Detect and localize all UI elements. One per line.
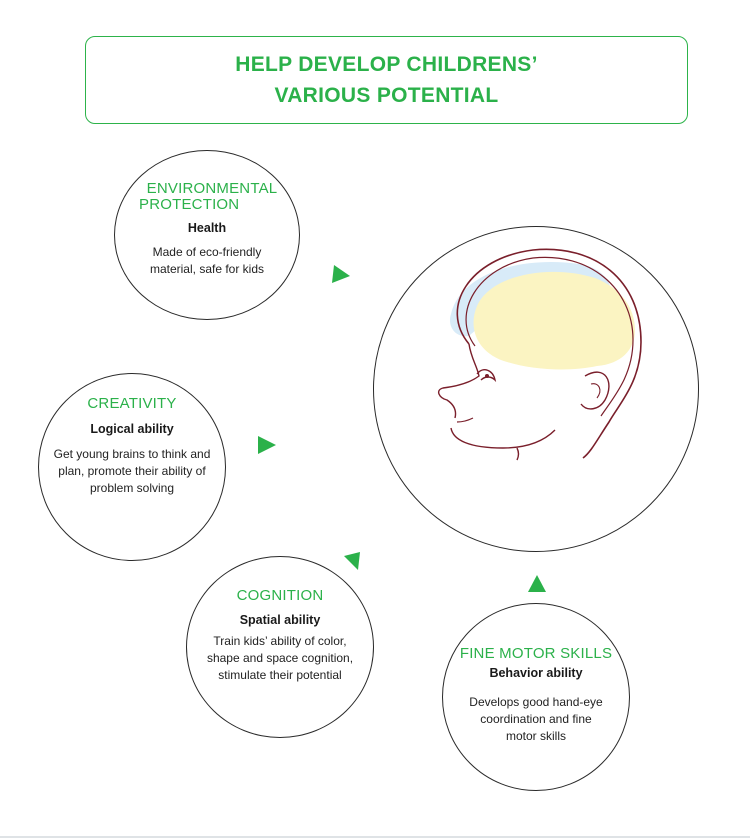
cognition-heading: COGNITION	[236, 587, 324, 604]
creativity-desc-line-3: problem solving	[89, 481, 175, 495]
fine-motor-desc-line-2: coordination and fine	[480, 712, 592, 726]
cognition-bubble	[186, 556, 374, 738]
cognition-desc-line-1: Train kids’ ability of color,	[213, 634, 347, 648]
fine-motor-desc-line-1: Develops good hand-eye	[469, 695, 603, 709]
creativity-subtitle: Logical ability	[90, 422, 174, 436]
title-line-2: VARIOUS POTENTIAL	[274, 84, 499, 107]
arrow-icon-creativity	[258, 436, 276, 454]
mouth	[456, 417, 474, 423]
neck	[516, 447, 520, 461]
creativity-desc-line-1: Get young brains to think and	[53, 447, 211, 461]
title-box: HELP DEVELOP CHILDRENS’ VARIOUS POTENTIA…	[85, 36, 688, 124]
fine-motor-skills-bubble	[442, 603, 630, 791]
fine-motor-desc-line-3: motor skills	[505, 729, 566, 743]
environmental-desc-line-1: Made of eco-friendly	[152, 245, 262, 259]
cognition-description: Train kids’ ability of color, shape and …	[186, 633, 374, 684]
bottom-divider	[0, 836, 750, 838]
environmental-heading: ENVIRONMENTAL PROTECTION	[132, 181, 292, 213]
ear	[580, 371, 610, 410]
creativity-bubble	[38, 373, 226, 561]
fine-motor-subtitle: Behavior ability	[489, 666, 583, 680]
arrow-icon-cognition	[344, 552, 360, 570]
cognition-desc-line-3: stimulate their potential	[218, 668, 342, 682]
child-head-illustration	[437, 248, 642, 461]
environmental-protection-bubble	[114, 150, 300, 320]
eye	[476, 369, 497, 383]
environmental-desc-line-2: material, safe for kids	[149, 262, 265, 276]
environmental-subtitle: Health	[187, 221, 227, 235]
head-outline-inner	[465, 256, 634, 417]
cognition-subtitle: Spatial ability	[239, 613, 321, 627]
environmental-heading-line-1: ENVIRONMENTAL	[146, 180, 278, 197]
face-profile	[437, 343, 480, 419]
ear-inner	[590, 383, 601, 399]
environmental-description: Made of eco-friendly material, safe for …	[114, 244, 300, 278]
creativity-heading: CREATIVITY	[87, 395, 177, 412]
arrow-icon-fine-motor	[528, 575, 546, 592]
cognition-desc-line-2: shape and space cognition,	[206, 651, 354, 665]
creativity-desc-line-2: plan, promote their ability of	[58, 464, 206, 478]
head-illustration-bubble	[373, 226, 699, 552]
brain-yellow-area	[473, 271, 635, 370]
head-outline	[456, 248, 642, 459]
chin-jaw	[450, 427, 556, 449]
environmental-heading-line-2: PROTECTION	[139, 196, 240, 213]
fine-motor-heading: FINE MOTOR SKILLS	[459, 645, 613, 662]
arrow-icon-environmental	[332, 265, 350, 283]
creativity-description: Get young brains to think and plan, prom…	[38, 446, 226, 497]
title-line-1: HELP DEVELOP CHILDRENS’	[235, 53, 538, 76]
fine-motor-description: Develops good hand-eye coordination and …	[442, 694, 630, 745]
